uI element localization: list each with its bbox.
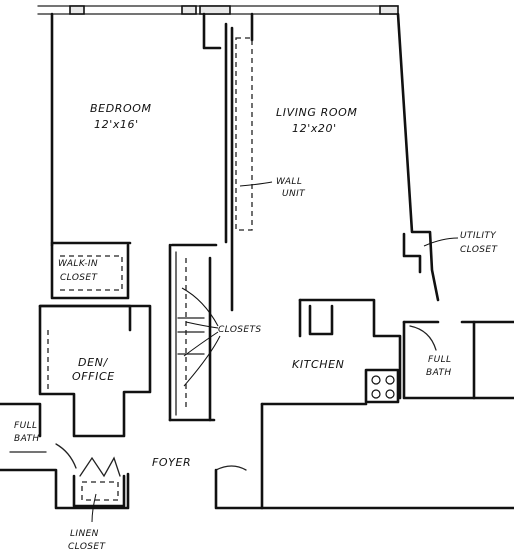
kitchen-name: KITCHEN	[292, 358, 345, 371]
bedroom-label: BEDROOM 12'x16'	[90, 102, 152, 131]
wall-unit-line1: WALL	[276, 177, 302, 187]
walk-in-closet-walls	[50, 243, 130, 300]
walk-in-closet-line1: WALK-IN	[58, 259, 98, 269]
linen-closet-callout: LINEN CLOSET	[68, 493, 107, 552]
closets-column	[168, 243, 216, 422]
walk-in-closet-label: WALK-IN CLOSET	[58, 259, 99, 283]
full-bath-right-label: FULL BATH	[426, 355, 452, 378]
bedroom-name: BEDROOM	[90, 102, 152, 115]
full-bath-right-line2: BATH	[426, 368, 452, 378]
foyer-name: FOYER	[152, 456, 191, 469]
utility-closet-line1: UTILITY	[460, 231, 497, 241]
full-bath-left-label: FULL BATH	[14, 421, 40, 444]
bedroom-size: 12'x16'	[94, 118, 139, 131]
walk-in-closet-line2: CLOSET	[60, 273, 99, 283]
linen-closet-line2: CLOSET	[68, 542, 107, 552]
full-bath-right-line1: FULL	[428, 355, 451, 365]
lower-right-walls	[214, 402, 514, 510]
full-bath-left-line2: BATH	[14, 434, 40, 444]
kitchen-walls	[298, 298, 402, 404]
linen-closet-walls	[72, 456, 126, 508]
kitchen-label: KITCHEN	[292, 358, 345, 371]
living-room-label: LIVING ROOM 12'x20'	[276, 106, 357, 135]
linen-closet-line1: LINEN	[70, 529, 99, 539]
full-bath-right-walls	[402, 320, 514, 400]
top-exterior-wall	[37, 5, 399, 15]
utility-closet-callout: UTILITY CLOSET	[423, 231, 499, 255]
closets-label: CLOSETS	[218, 325, 262, 335]
den-office-walls	[38, 304, 152, 438]
den-office-line2: OFFICE	[72, 370, 115, 383]
living-room-size: 12'x20'	[292, 122, 337, 135]
utility-closet-line2: CLOSET	[460, 245, 499, 255]
full-bath-left-line1: FULL	[14, 421, 37, 431]
foyer-label: FOYER	[152, 456, 191, 469]
full-bath-left-walls	[0, 402, 130, 510]
den-office-line1: DEN/	[78, 356, 108, 369]
closets-callout: CLOSETS	[181, 287, 262, 387]
wall-unit-line2: UNIT	[282, 189, 306, 199]
wall-unit-callout: WALL UNIT	[239, 177, 306, 199]
living-room-name: LIVING ROOM	[276, 106, 357, 119]
den-office-label: DEN/ OFFICE	[72, 356, 115, 383]
living-room-walls	[230, 12, 440, 312]
bedroom-walls	[50, 12, 228, 247]
